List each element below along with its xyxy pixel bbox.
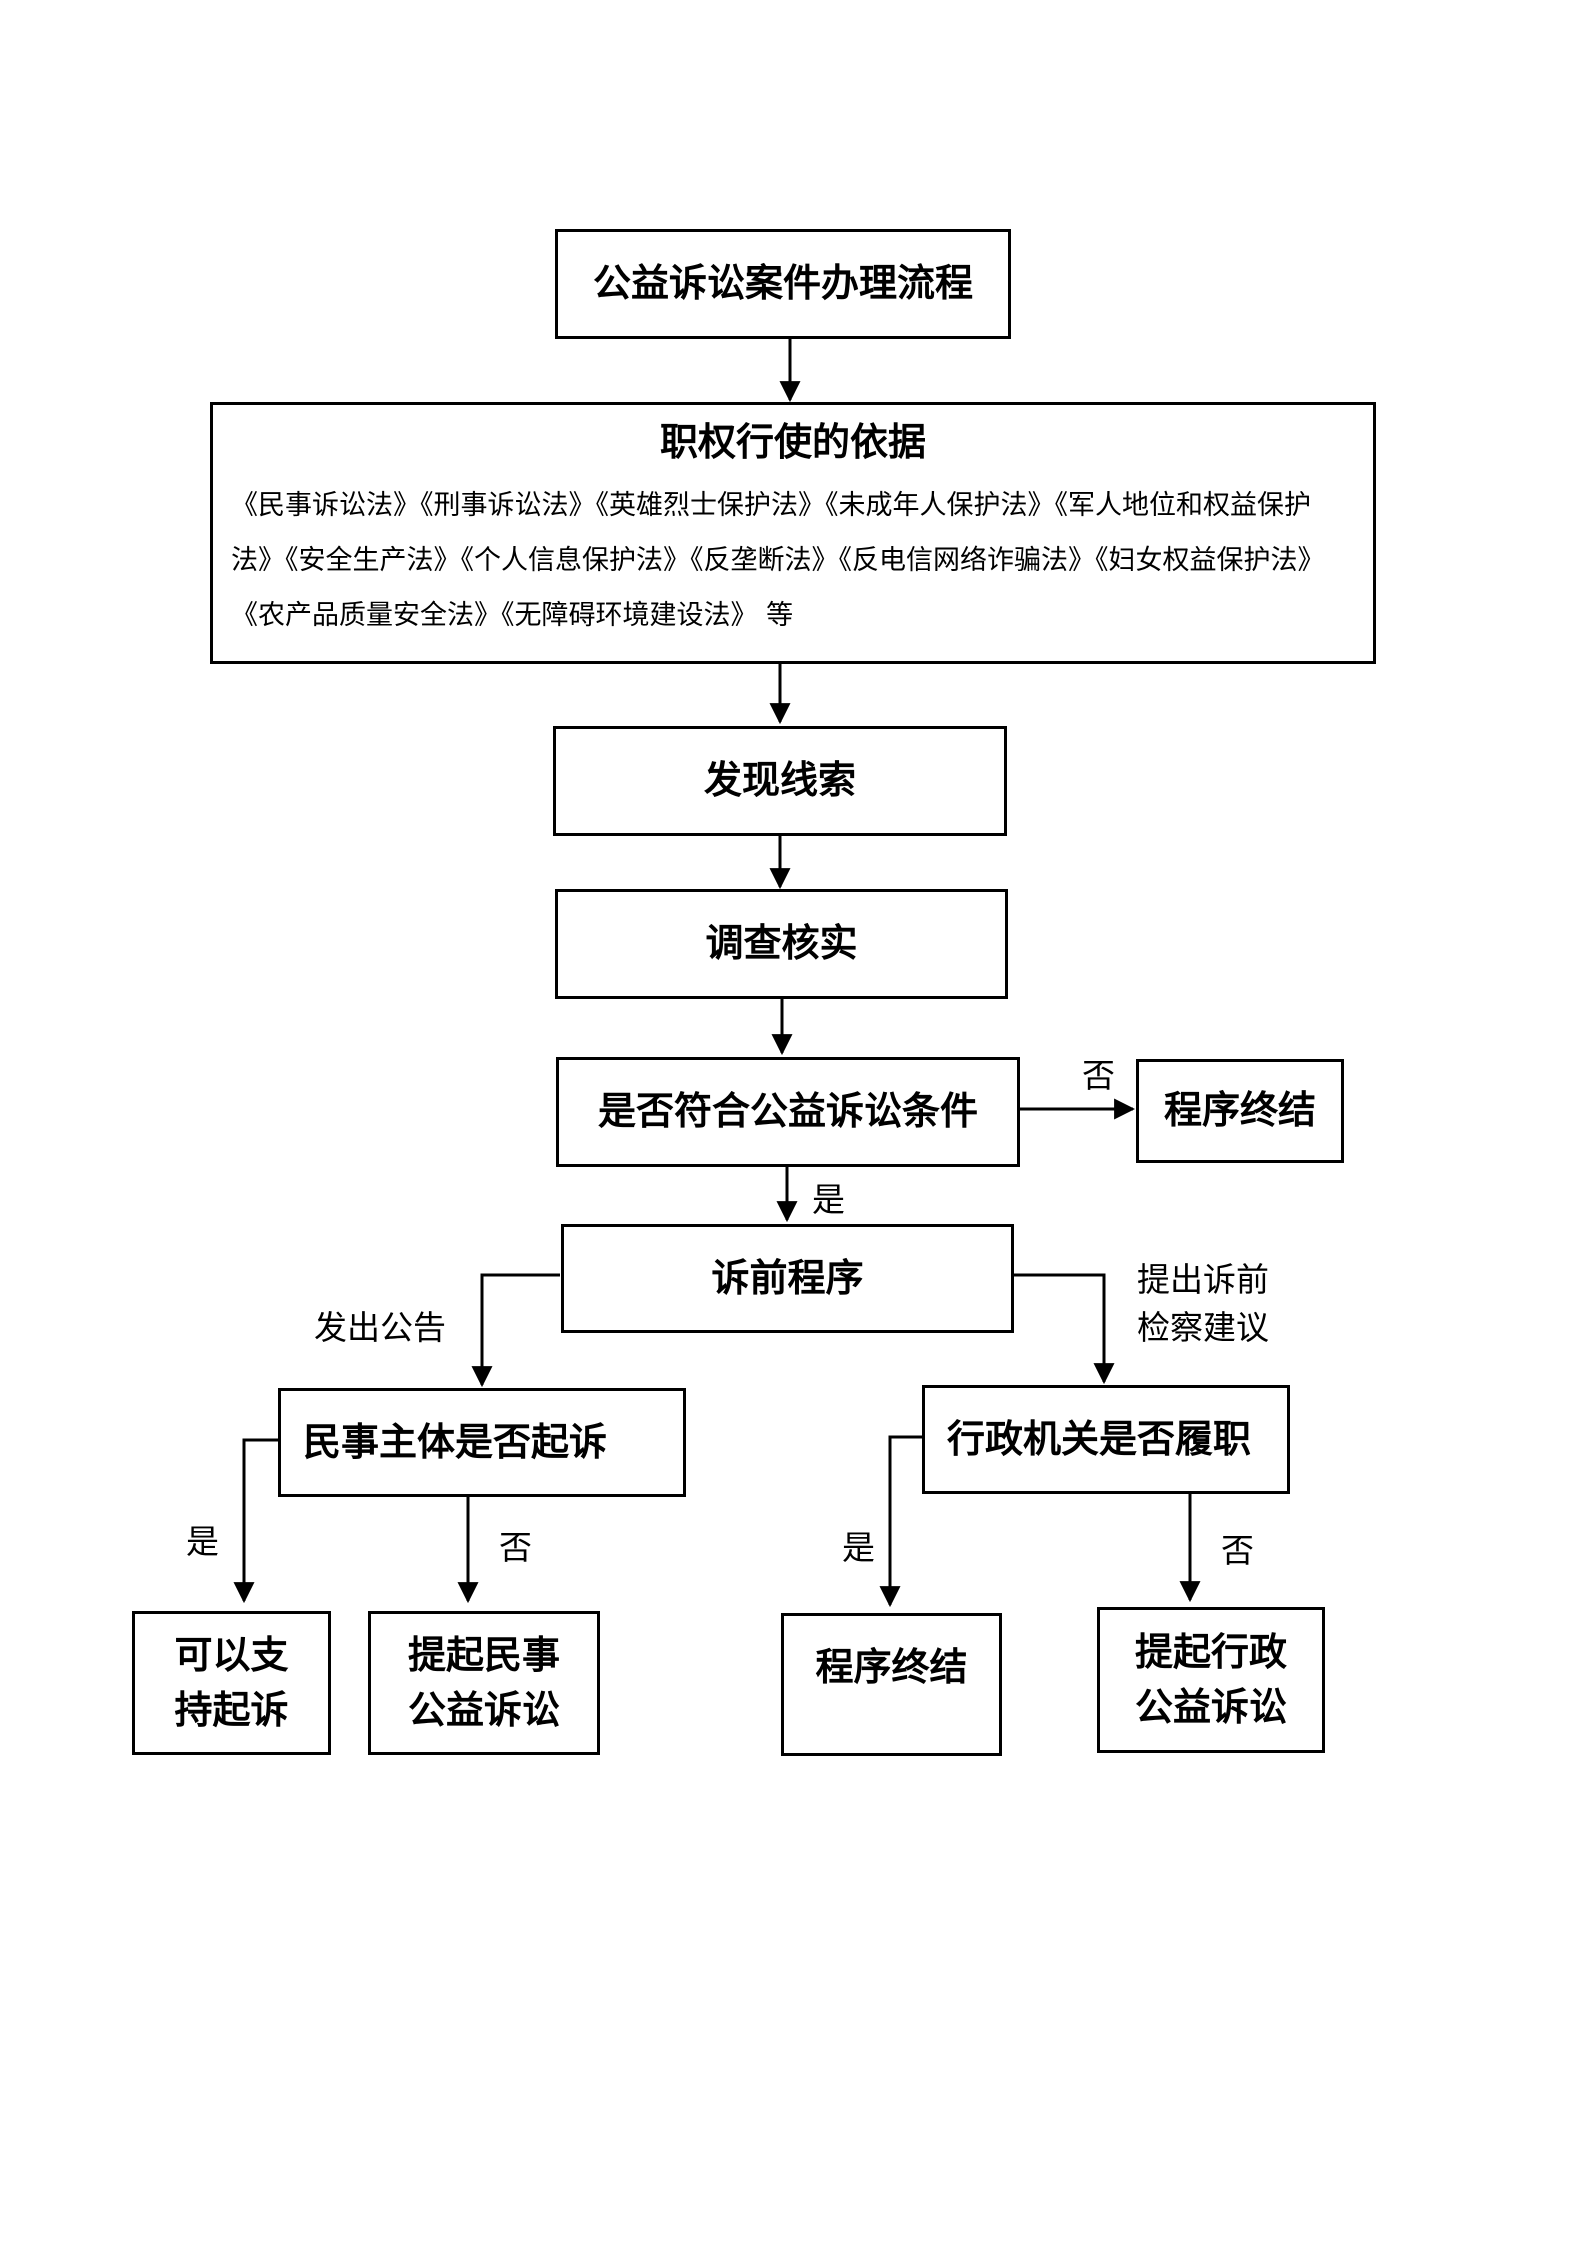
edge-label-admin-no: 否: [1221, 1531, 1254, 1570]
node-check-conditions: 是否符合公益诉讼条件: [556, 1057, 1020, 1167]
node-terminate-top: 程序终结: [1136, 1059, 1344, 1163]
legal-basis-line: 《民事诉讼法》《刑事诉讼法》《英雄烈士保护法》《未成年人保护法》《军人地位和权益…: [231, 490, 1311, 522]
node-civil-decision-label: 民事主体是否起诉: [303, 1419, 608, 1464]
edge-label-no-conditions: 否: [1082, 1056, 1115, 1095]
node-admin-suit-line: 提起行政: [1134, 1629, 1287, 1674]
node-discover-label: 发现线索: [703, 758, 856, 803]
node-civil-suit-line: 公益诉讼: [407, 1688, 560, 1732]
node-civil-suit-line: 提起民事: [407, 1632, 560, 1677]
flowchart-title-text: 公益诉讼案件办理流程: [592, 261, 973, 306]
node-check-conditions-label: 是否符合公益诉讼条件: [597, 1089, 978, 1134]
node-terminate-bottom: 程序终结: [781, 1613, 1002, 1756]
flowchart-title: 公益诉讼案件办理流程: [555, 229, 1011, 339]
legal-basis-text: 《民事诉讼法》《刑事诉讼法》《英雄烈士保护法》《未成年人保护法》《军人地位和权益…: [231, 478, 1355, 643]
node-admin-suit: 提起行政 公益诉讼: [1097, 1607, 1325, 1753]
edge-label-announce: 发出公告: [314, 1308, 446, 1347]
edge-civil-yes: [233, 1438, 278, 1604]
edge-label-admin-yes: 是: [842, 1528, 875, 1567]
node-civil-decision: 民事主体是否起诉: [278, 1388, 686, 1497]
node-terminate-bottom-label: 程序终结: [815, 1645, 968, 1689]
node-terminate-top-label: 程序终结: [1163, 1088, 1316, 1133]
node-civil-suit: 提起民事 公益诉讼: [368, 1611, 600, 1755]
edge-pre-civil: [471, 1273, 560, 1388]
edge-label-recommendation-line: 检察建议: [1137, 1307, 1269, 1347]
edge-label-civil-yes: 是: [186, 1522, 219, 1561]
legal-basis-title: 职权行使的依据: [659, 420, 926, 464]
node-support-suit: 可以支 持起诉: [132, 1611, 331, 1755]
node-admin-decision-label: 行政机关是否履职: [947, 1416, 1252, 1461]
edge-label-recommendation: 提出诉前 检察建议: [1137, 1256, 1269, 1352]
edge-label-civil-no: 否: [499, 1528, 532, 1567]
node-admin-suit-line: 公益诉讼: [1134, 1685, 1287, 1729]
node-admin-decision: 行政机关是否履职: [922, 1385, 1290, 1494]
legal-basis-line: 法》《安全生产法》《个人信息保护法》《反垄断法》《反电信网络诈骗法》《妇女权益保…: [231, 545, 1325, 577]
node-pre-litigation: 诉前程序: [561, 1224, 1014, 1333]
node-discover: 发现线索: [553, 726, 1007, 836]
node-support-suit-line: 持起诉: [174, 1688, 289, 1732]
node-investigate: 调查核实: [555, 889, 1008, 999]
edge-label-recommendation-line: 提出诉前: [1137, 1260, 1269, 1299]
edge-pre-admin: [1013, 1273, 1115, 1385]
edge-label-yes-conditions: 是: [812, 1180, 845, 1219]
legal-basis-line: 《农产品质量安全法》《无障碍环境建设法》 等: [231, 600, 794, 632]
node-investigate-label: 调查核实: [705, 921, 858, 966]
node-pre-litigation-label: 诉前程序: [711, 1255, 864, 1300]
node-support-suit-line: 可以支: [174, 1632, 289, 1677]
legal-basis-box: 职权行使的依据 《民事诉讼法》《刑事诉讼法》《英雄烈士保护法》《未成年人保护法》…: [210, 402, 1376, 664]
edge-admin-yes: [879, 1435, 923, 1608]
